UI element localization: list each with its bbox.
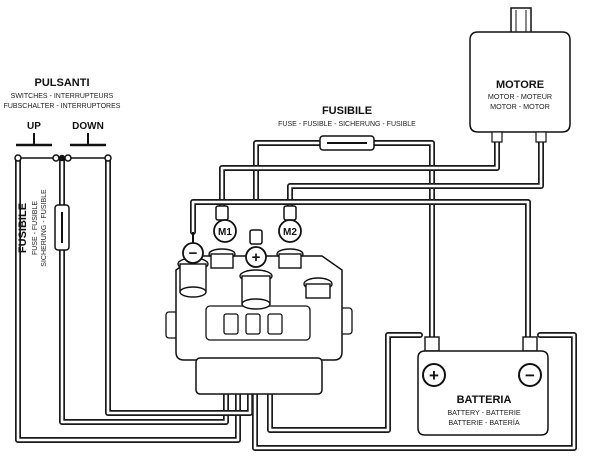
switch-block: PULSANTI SWITCHES - INTERRUPTEURS FUBSCH… bbox=[4, 77, 121, 162]
battery-plus-post bbox=[424, 336, 440, 352]
terminal-m2: M2 bbox=[278, 205, 302, 243]
battery-plus-symbol: + bbox=[429, 366, 439, 385]
battery-body bbox=[417, 350, 549, 436]
wire-top-fuse bbox=[253, 140, 435, 348]
solenoid-base bbox=[195, 357, 323, 395]
battery-subtitle-2: BATTERIE - BATERÍA bbox=[448, 418, 519, 427]
wire-switch-left bbox=[15, 157, 241, 443]
terminal-m1-label: M1 bbox=[218, 227, 232, 238]
terminal-minus-label: − bbox=[189, 245, 198, 262]
terminal-plus: + bbox=[245, 229, 267, 268]
terminal-m1: M1 bbox=[213, 205, 237, 243]
wire-battery-plus-loop bbox=[267, 332, 423, 433]
motor-subtitle-2: MOTOR - MOTOR bbox=[490, 102, 550, 111]
top-fuse-title: FUSIBILE bbox=[322, 105, 372, 117]
wire-bottom-loop bbox=[252, 332, 577, 451]
post-right bbox=[303, 277, 333, 299]
wire-switch-middle bbox=[59, 157, 229, 425]
motor-body bbox=[469, 31, 571, 133]
top-fuse-subtitle: FUSE - FUSIBLE - SICHERUNG - FUSIBLE bbox=[278, 121, 416, 128]
battery-plus-icon: + bbox=[422, 363, 446, 387]
down-label: DOWN bbox=[72, 121, 104, 132]
wire-minus-to-battery bbox=[190, 199, 531, 348]
post-m2 bbox=[276, 248, 304, 269]
side-fuse-title: FUSIBILE bbox=[17, 203, 29, 253]
solenoid-block bbox=[165, 248, 353, 395]
post-plus bbox=[239, 269, 273, 310]
wire-switch-right bbox=[105, 157, 253, 416]
motor-shaft bbox=[510, 7, 532, 35]
wire-motor-to-m1 bbox=[219, 137, 500, 215]
post-m1 bbox=[208, 248, 236, 269]
motor-subtitle-1: MOTOR - MOTEUR bbox=[488, 92, 552, 101]
post-minus bbox=[177, 257, 209, 298]
battery: + − BATTERIA BATTERY - BATTERIE BATTERIE… bbox=[417, 336, 549, 436]
motor: MOTORE MOTOR - MOTEUR MOTOR - MOTOR bbox=[469, 7, 571, 143]
up-label: UP bbox=[27, 121, 41, 132]
battery-title: BATTERIA bbox=[457, 394, 512, 406]
side-fuse-labels: FUSIBILE FUSE - FUSIBLE SICHERUNG - FUSI… bbox=[17, 189, 48, 267]
up-switch[interactable] bbox=[14, 133, 60, 162]
terminal-plus-label: + bbox=[252, 249, 261, 266]
motor-title: MOTORE bbox=[496, 79, 544, 91]
side-fuse-subtitle-1: FUSE - FUSIBLE bbox=[32, 201, 39, 255]
down-switch[interactable] bbox=[58, 133, 112, 162]
battery-subtitle-1: BATTERY - BATTERIE bbox=[447, 408, 521, 417]
wire-group bbox=[15, 137, 577, 451]
pulsanti-subtitle-1: SWITCHES - INTERRUPTEURS bbox=[11, 93, 114, 100]
pulsanti-title: PULSANTI bbox=[35, 77, 90, 89]
pulsanti-subtitle-2: FUBSCHALTER - INTERRUPTORES bbox=[4, 103, 121, 110]
side-fuse bbox=[54, 204, 70, 251]
terminal-m2-label: M2 bbox=[283, 227, 297, 238]
battery-minus-symbol: − bbox=[525, 366, 535, 385]
side-fuse-subtitle-2: SICHERUNG - FUSIBLE bbox=[41, 189, 48, 267]
terminal-minus: − bbox=[182, 232, 204, 264]
battery-minus-icon: − bbox=[518, 363, 542, 387]
battery-minus-post bbox=[522, 336, 538, 352]
top-fuse: FUSIBILE FUSE - FUSIBLE - SICHERUNG - FU… bbox=[278, 105, 416, 151]
